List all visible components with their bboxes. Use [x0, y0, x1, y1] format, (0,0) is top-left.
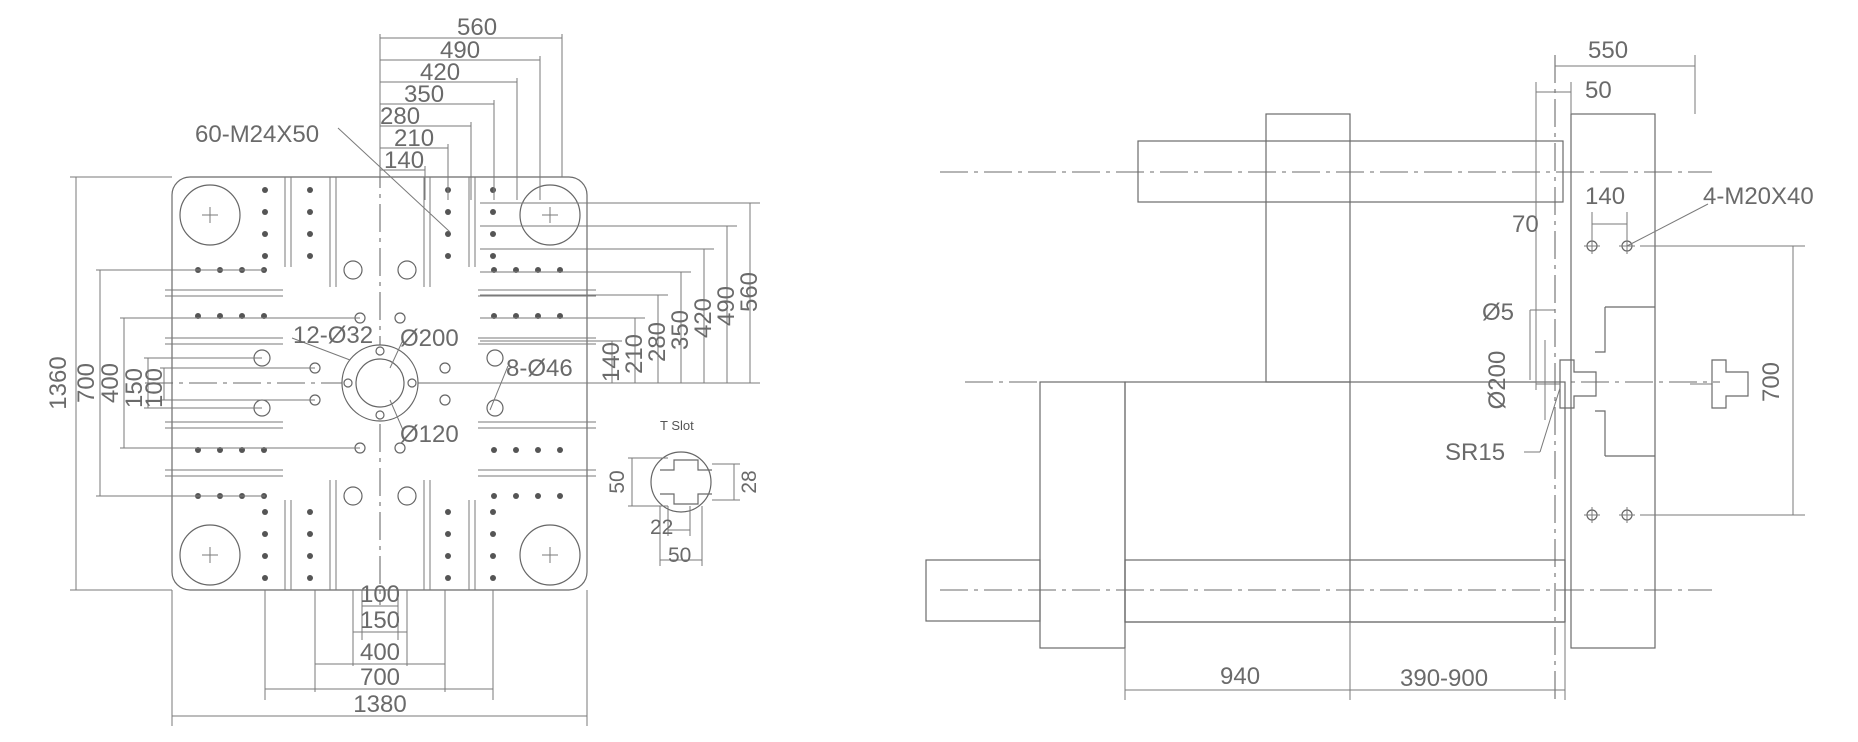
right-dim-560: 560 [736, 272, 763, 312]
top-dim-560: 560 [457, 14, 497, 41]
t-slot-dim-50-width: 50 [668, 544, 691, 567]
side-dim-lines [1124, 55, 1805, 700]
side-dim-700: 700 [1758, 362, 1785, 402]
bottom-dim-700: 700 [360, 664, 400, 691]
center-bore-label: Ø120 [400, 421, 459, 448]
top-dim-490: 490 [440, 37, 480, 64]
tie-bar-holes [179, 184, 581, 586]
top-dim-280: 280 [380, 103, 420, 130]
right-dim-lines [430, 202, 760, 384]
center-bore-outline [355, 358, 405, 408]
top-dim-210: 210 [394, 125, 434, 152]
nozzle-hole-label: Ø5 [1482, 299, 1514, 326]
side-dim-140: 140 [1585, 183, 1625, 210]
side-holes-label: 8-Ø46 [506, 355, 573, 382]
t-slot-dim-28: 28 [738, 470, 761, 493]
platen-side-view: 550 50 4-M20X40 140 70 Ø5 Ø200 SR15 700 … [925, 37, 1814, 700]
platen-front-view: 560 490 420 350 280 210 140 60-M24X50 12… [45, 14, 763, 726]
side-bolt-holes [1584, 238, 1635, 523]
nozzle-radius-label: SR15 [1445, 439, 1505, 466]
bottom-dim-400: 400 [360, 639, 400, 666]
left-dim-100: 100 [141, 368, 168, 408]
top-dim-350: 350 [404, 81, 444, 108]
bottom-dim-100: 100 [360, 581, 400, 608]
t-slot-title: T Slot [660, 418, 694, 433]
side-dim-stroke: 390-900 [1400, 665, 1488, 692]
t-slot-dim-22: 22 [650, 516, 673, 539]
right-dim-490: 490 [713, 286, 740, 326]
bottom-dim-1380: 1380 [353, 691, 406, 718]
left-dim-150: 150 [121, 368, 148, 408]
top-dim-lines [379, 34, 563, 200]
t-slot-dim-50-height: 50 [606, 470, 629, 493]
left-dim-400: 400 [97, 363, 124, 403]
hole-spec-label: 60-M24X50 [195, 121, 319, 148]
side-locating-ring-label: Ø200 [1484, 351, 1511, 410]
side-hole-spec: 4-M20X40 [1703, 183, 1814, 210]
left-dim-700: 700 [73, 363, 100, 403]
side-dim-70: 70 [1512, 211, 1539, 238]
right-dim-140: 140 [598, 342, 625, 382]
locating-ring-label: Ø200 [400, 325, 459, 352]
small-holes-label: 12-Ø32 [293, 322, 373, 349]
side-dim-550: 550 [1588, 37, 1628, 64]
bottom-dim-lines [171, 590, 588, 726]
right-dim-350: 350 [667, 310, 694, 350]
left-dim-lines [70, 176, 360, 591]
t-slot-detail: T Slot 50 28 22 50 [606, 418, 761, 567]
side-dim-50: 50 [1585, 77, 1612, 104]
left-dim-1360: 1360 [45, 356, 72, 409]
right-dim-210: 210 [621, 334, 648, 374]
top-dim-420: 420 [420, 59, 460, 86]
side-dim-940: 940 [1220, 663, 1260, 690]
top-dim-140: 140 [384, 147, 424, 174]
right-dim-420: 420 [690, 298, 717, 338]
bottom-dim-150: 150 [360, 607, 400, 634]
right-dim-280: 280 [644, 322, 671, 362]
t-slots [165, 177, 596, 590]
